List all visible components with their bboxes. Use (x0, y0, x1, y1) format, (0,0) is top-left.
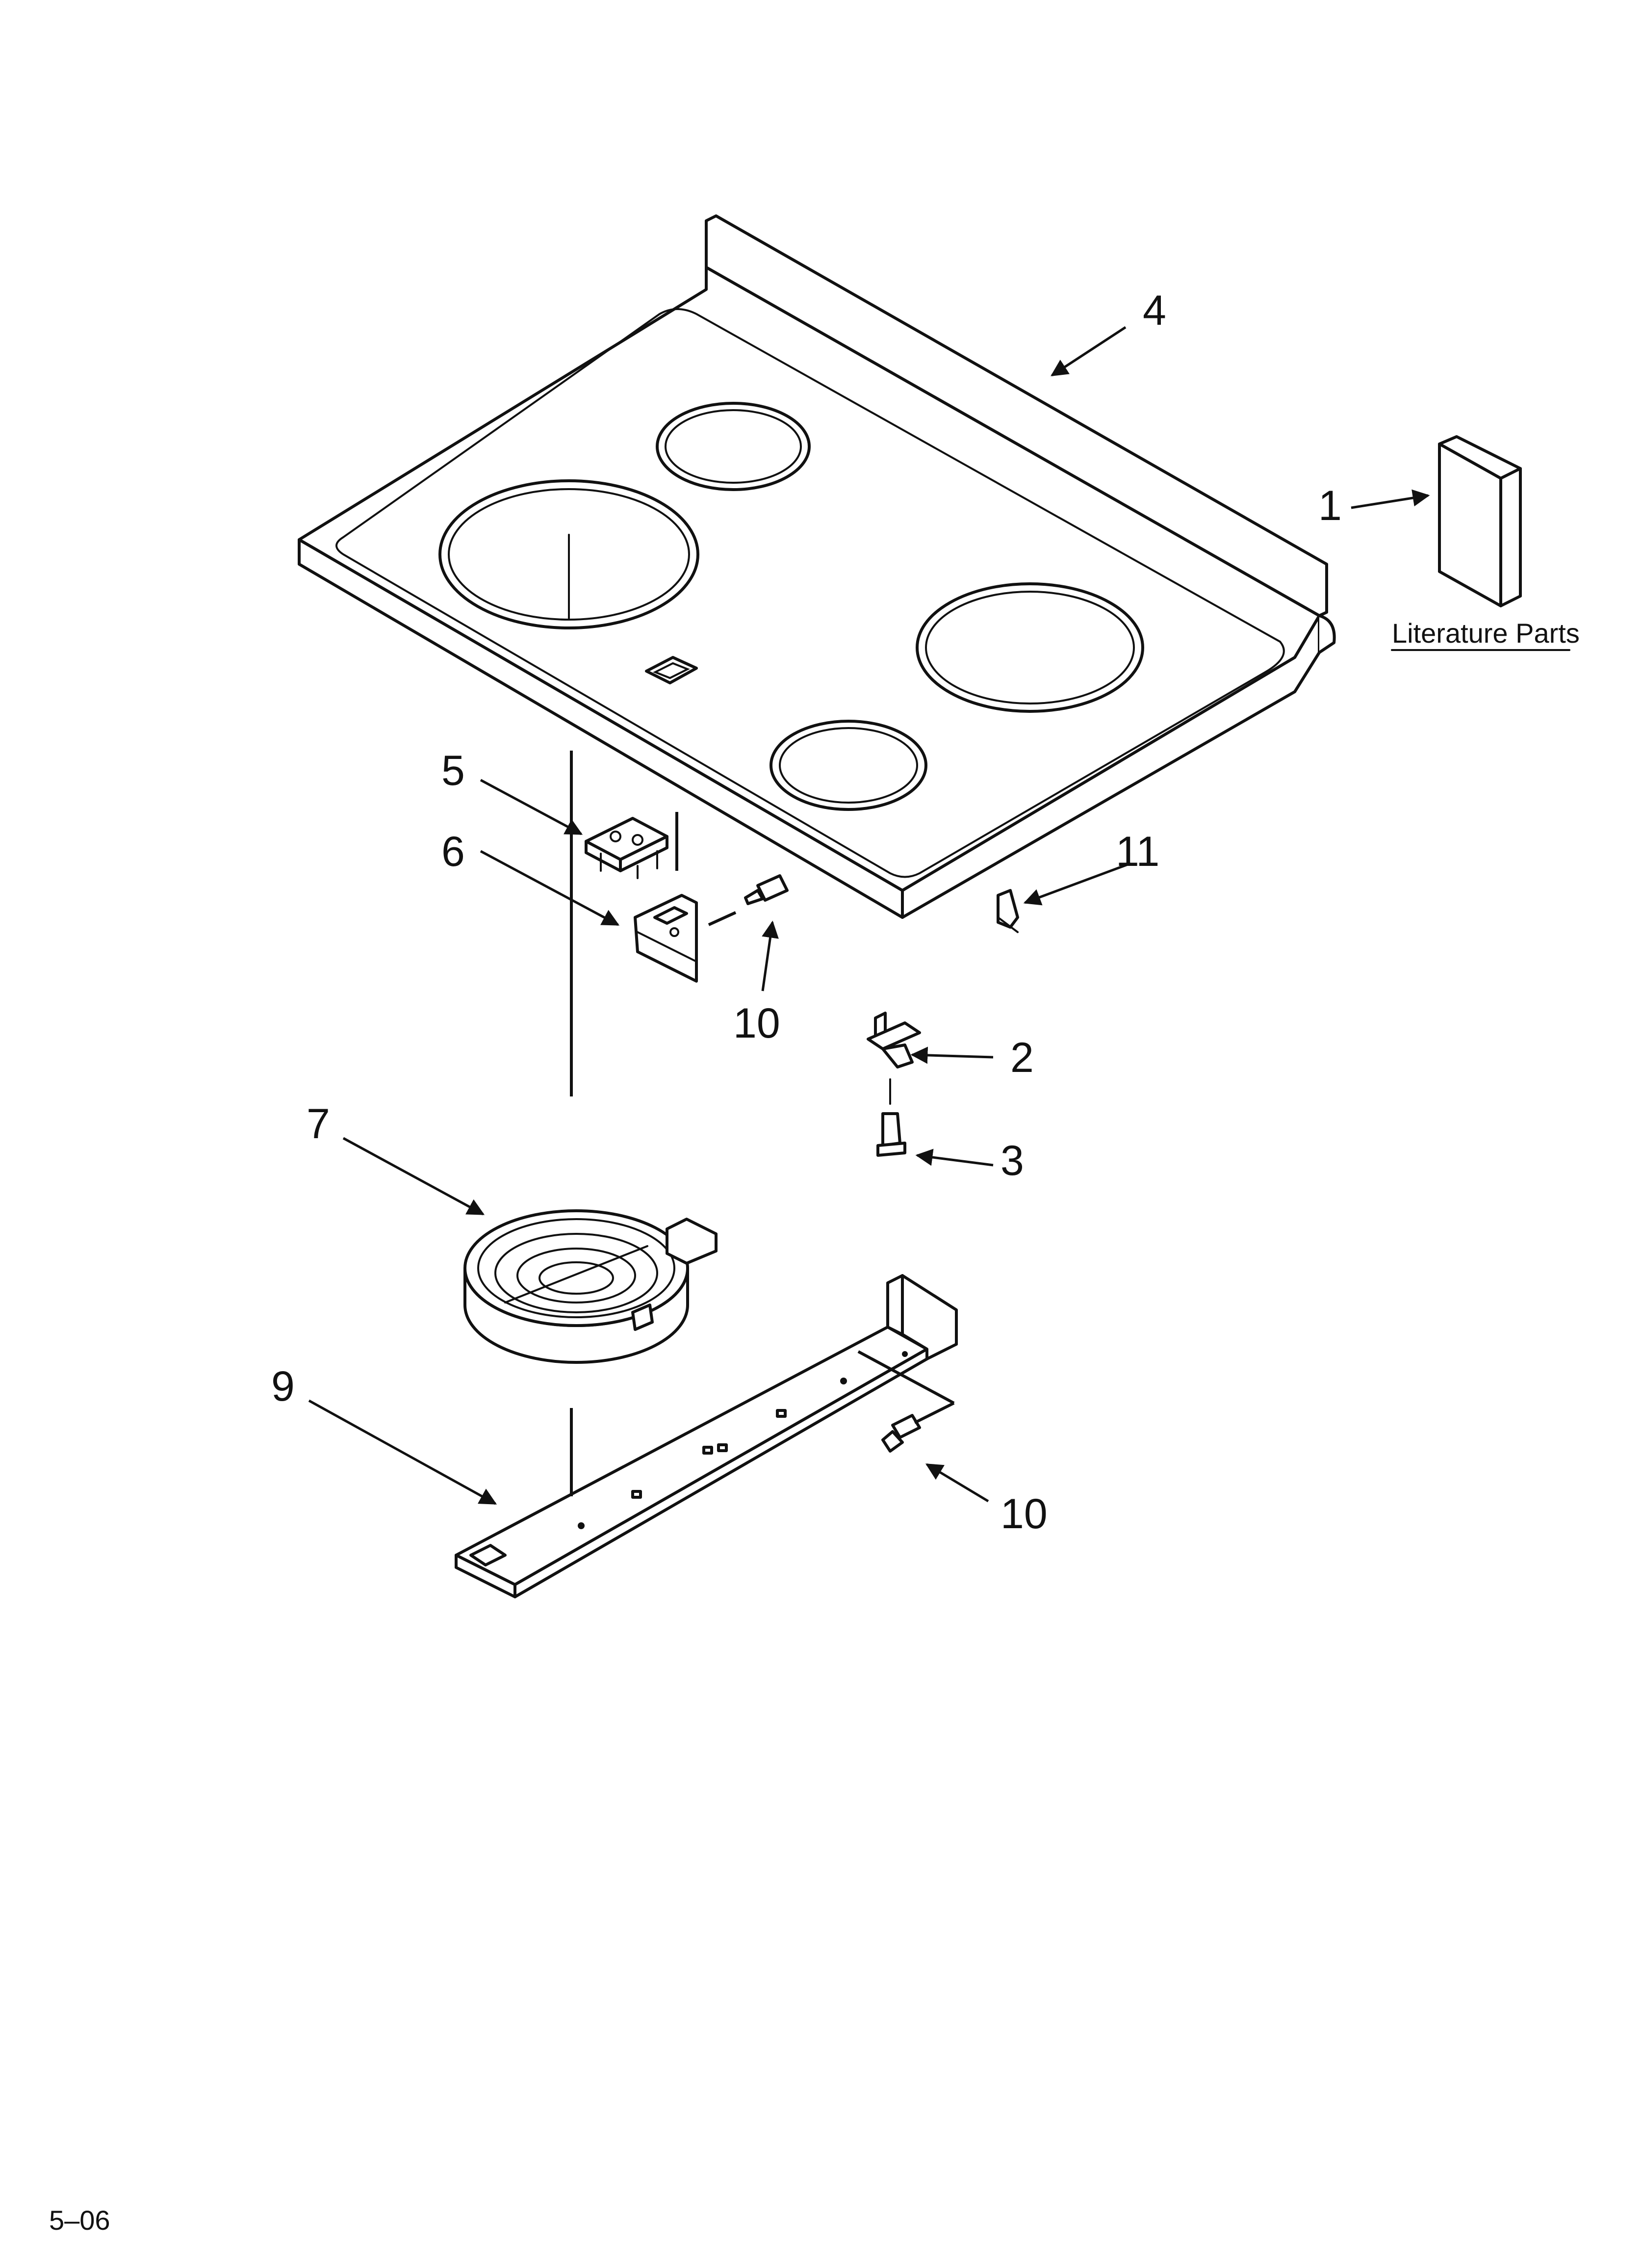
callout-7: 7 (307, 1100, 330, 1147)
radiant-heating-element (463, 1209, 718, 1364)
callout-1: 1 (1318, 482, 1342, 529)
callout-9: 9 (271, 1363, 295, 1410)
switch-bracket (634, 894, 698, 983)
literature-parts-label: Literature Parts (1392, 618, 1580, 649)
callout-11: 11 (1116, 828, 1159, 875)
callout-10-lower: 10 (1001, 1490, 1048, 1538)
bracket-screw (876, 1078, 906, 1157)
screw-upper (744, 874, 789, 905)
cooktop-main-top (298, 214, 1336, 919)
callout-5: 5 (441, 747, 465, 794)
screw-lower (881, 1414, 921, 1453)
clip-part (997, 889, 1019, 933)
alignment-lines (570, 751, 955, 1496)
footer-revision-code: 5–06 (49, 2205, 110, 2236)
literature-parts-booklet (1438, 435, 1522, 607)
switch-part (585, 817, 668, 879)
callout-10-upper: 10 (733, 1000, 780, 1047)
callout-3: 3 (1001, 1137, 1024, 1184)
bracket-clip (867, 1012, 921, 1069)
callout-4: 4 (1143, 287, 1166, 334)
element-support-bracket (455, 1274, 958, 1598)
leader-lines (308, 326, 1430, 1505)
callout-2: 2 (1010, 1034, 1034, 1081)
callout-6: 6 (441, 828, 465, 875)
